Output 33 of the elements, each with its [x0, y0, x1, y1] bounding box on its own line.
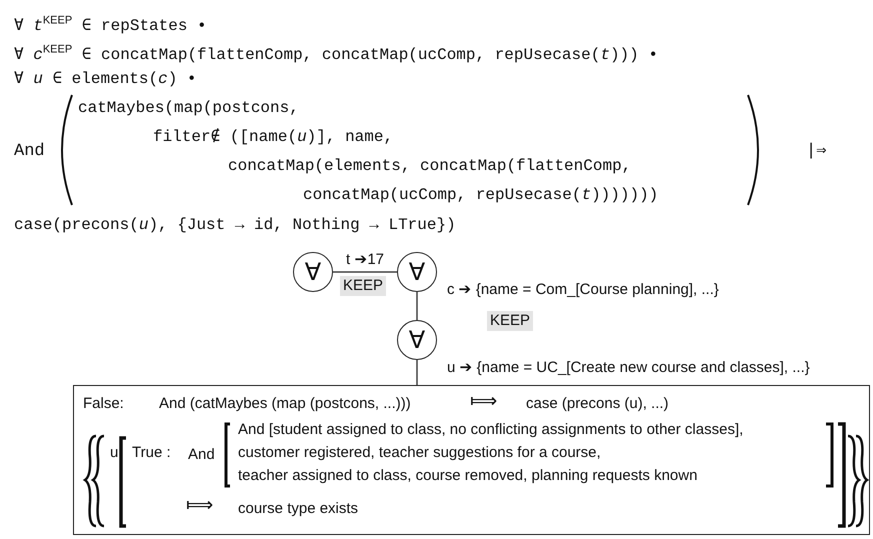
quantifier-circle: ∀: [293, 252, 333, 292]
result-text: course type exists: [238, 499, 358, 519]
formula-line: filter∉ ([name(u)], name,: [153, 127, 394, 147]
formula-text: case (precons (u), ...): [526, 394, 669, 414]
formula-text: And (catMaybes (map (postcons, ...))): [159, 394, 411, 414]
formula-line: concatMap(elements, concatMap(flattenComp,: [228, 156, 632, 176]
formula-line: ∀ c$^{KEEP}$ ∈ concatMap(flattenComp, concatMap(ucComp, repUsecase(t))) •: [14, 43, 658, 66]
condition-text: And [student assigned to class, no conflicting assignments to other classes],: [238, 420, 744, 440]
variable-text: u: [110, 443, 118, 463]
operator-text: And: [14, 142, 45, 162]
formula-line: ∀ t$^{KEEP}$ ∈ repStates •: [14, 14, 207, 36]
formula-line: catMaybes(map(postcons,: [78, 98, 299, 118]
case-label: True :: [132, 443, 171, 463]
case-label: False:: [83, 394, 124, 414]
implication-symbol: ⟾: [186, 496, 213, 516]
quantifier-circle: ∀: [397, 252, 437, 292]
connector-line: [416, 292, 418, 320]
connector-line: [416, 360, 418, 385]
quantifier-circle: ∀: [397, 320, 437, 360]
binding-text: c ➔ {name = Com_[Course planning], ...}: [447, 281, 719, 299]
keep-tag: KEEP: [340, 276, 386, 296]
implication-symbol: |⇒: [806, 142, 826, 162]
condition-text: customer registered, teacher suggestions for a course,: [238, 443, 601, 463]
formula-line: ∀ u ∈ elements(c) •: [14, 69, 197, 89]
connector-line: [333, 271, 397, 273]
implication-symbol: ⟾: [470, 392, 497, 412]
edge-label: t ➔17: [346, 251, 384, 269]
condition-text: teacher assigned to class, course removed, planning requests known: [238, 466, 698, 486]
keep-tag: KEEP: [487, 311, 534, 331]
binding-text: u ➔ {name = UC_[Create new course and classes], ...}: [447, 359, 810, 377]
operator-text: And: [188, 445, 215, 465]
formula-line: case(precons(u), {Just → id, Nothing → LTrue}): [14, 215, 456, 235]
formula-line: concatMap(ucComp, repUsecase(t))))))): [303, 185, 658, 205]
